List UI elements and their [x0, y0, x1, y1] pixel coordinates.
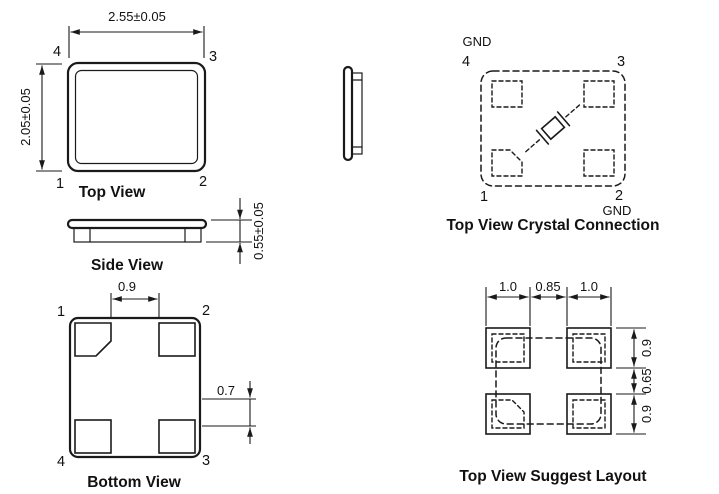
- top-view-height-dimension-lines: [36, 63, 62, 172]
- side-profile-base: [351, 72, 363, 155]
- top-view-title: Top View: [79, 184, 147, 201]
- bottom-view-pitch-y-dimension: 0.7: [217, 383, 235, 398]
- land-pad-tr-inner: [572, 333, 606, 363]
- gnd-bottom-label: GND: [603, 203, 632, 218]
- top-view-pin-1-label: 1: [56, 176, 64, 192]
- top-view-height-dimension: 2.05±0.05: [18, 88, 33, 146]
- land-pad-br: [566, 393, 612, 435]
- bottom-view-pitch-y-dimension-lines: [202, 381, 256, 444]
- land-pad-tl: [485, 327, 531, 369]
- side-view-lid: [66, 218, 208, 230]
- gnd-top-label: GND: [463, 34, 492, 49]
- bottom-view-title: Bottom View: [87, 474, 182, 491]
- bottom-view-pin-4-label: 4: [57, 454, 65, 470]
- layout-dim-top-left: 1.0: [499, 279, 517, 294]
- bottom-view-pitch-x-dimension-lines: [110, 293, 160, 318]
- land-pad-bl: [485, 393, 531, 435]
- connection-pad-2: [583, 149, 615, 177]
- top-view-pin-3-label: 3: [209, 49, 217, 65]
- layout-dim-side-bottom: 0.9: [639, 405, 654, 423]
- side-view-title: Side View: [91, 257, 164, 274]
- crystal-symbol: [525, 103, 581, 153]
- bottom-view-pin-2-label: 2: [202, 303, 210, 319]
- bottom-view-pad-2: [158, 322, 196, 357]
- layout-top-dimension-lines: [485, 287, 612, 326]
- top-view-pin-4-label: 4: [53, 44, 61, 60]
- layout-dim-side-top: 0.9: [639, 339, 654, 357]
- figure-crystal-connection: GND 4 3 1 2 GND Top View Crystal Connect…: [446, 34, 659, 234]
- bottom-view-pin-3-label: 3: [202, 453, 210, 469]
- bottom-view-pin-1-label: 1: [57, 304, 65, 320]
- top-view-width-dimension-lines: [68, 26, 205, 58]
- side-view-height-dimension: 0.55±0.05: [251, 202, 266, 260]
- figure-top-view: 2.55±0.05 2.05±0.05 4 3 1 2 Top View: [18, 9, 217, 201]
- suggest-layout-title: Top View Suggest Layout: [459, 468, 646, 485]
- crystal-connection-title: Top View Crystal Connection: [446, 217, 659, 234]
- top-view-width-dimension: 2.55±0.05: [108, 9, 166, 24]
- side-view-height-dimension-lines: [206, 198, 252, 264]
- layout-dim-side-mid: 0.65: [639, 368, 654, 393]
- side-profile-lid: [342, 65, 354, 162]
- layout-dim-top-right: 1.0: [580, 279, 598, 294]
- connection-pin-1-label: 1: [480, 189, 488, 205]
- side-view-base: [73, 227, 202, 243]
- figure-suggest-layout: 1.0 0.85 1.0: [459, 279, 654, 485]
- top-view-body-outline: [66, 61, 207, 173]
- figure-side-view: 0.55±0.05 Side View: [66, 198, 266, 274]
- bottom-view-pad-1: [74, 322, 112, 357]
- land-pad-br-inner: [572, 399, 606, 429]
- top-view-pin-2-label: 2: [199, 174, 207, 190]
- connection-pin-3-label: 3: [617, 54, 625, 70]
- figure-side-profile: [342, 65, 363, 162]
- bottom-view-pad-4: [74, 419, 112, 454]
- bottom-view-pad-3: [158, 419, 196, 454]
- layout-side-dimension-lines: [616, 327, 646, 435]
- figure-bottom-view: 0.9 1 2 4 3 0.7 Bottom View: [57, 279, 256, 491]
- bottom-view-body-outline: [68, 316, 202, 459]
- connection-pin-2-label: 2: [615, 188, 623, 204]
- connection-pad-3: [583, 80, 615, 108]
- land-pad-bl-inner: [491, 399, 525, 429]
- land-pad-tl-inner: [491, 333, 525, 363]
- layout-dim-top-mid: 0.85: [535, 279, 560, 294]
- bottom-view-pitch-x-dimension: 0.9: [118, 279, 136, 294]
- top-view-lid-seam: [74, 69, 199, 165]
- connection-pin-4-label: 4: [462, 54, 470, 70]
- connection-pad-1: [491, 149, 523, 177]
- connection-pad-4: [491, 80, 523, 108]
- layout-package-outline: [495, 337, 602, 425]
- land-pad-tr: [566, 327, 612, 369]
- connection-package-outline: [480, 70, 626, 187]
